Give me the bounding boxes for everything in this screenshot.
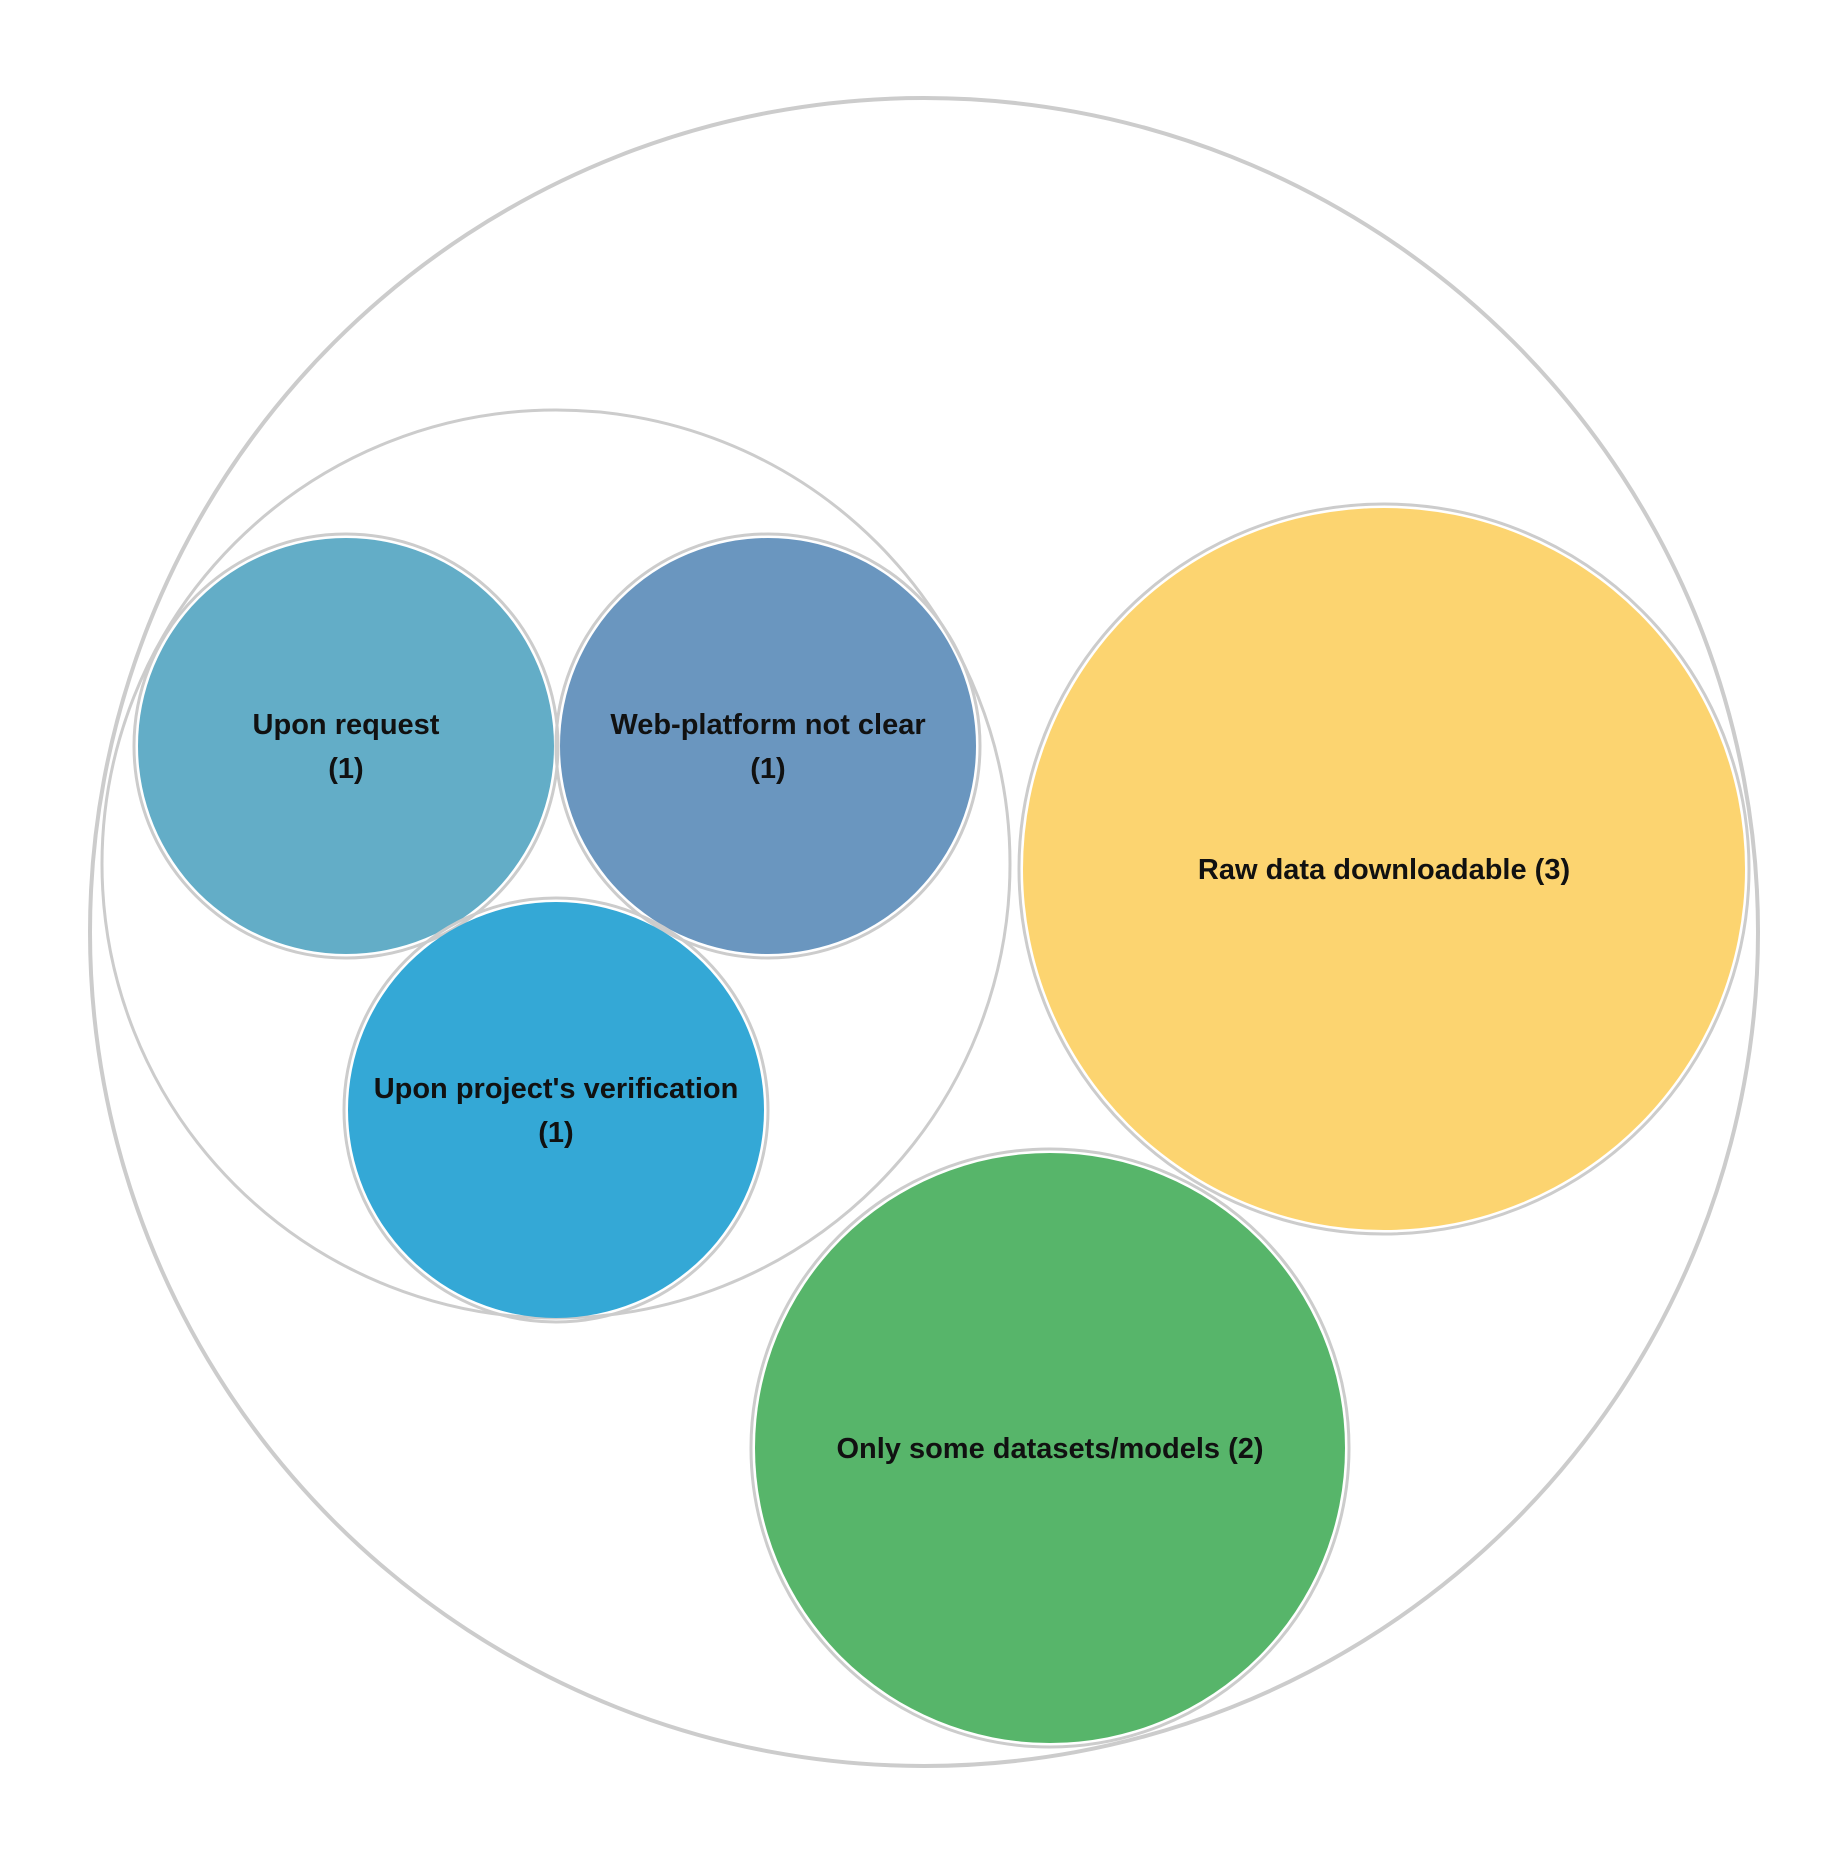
bubble-outline-web-platform-not-clear [554, 532, 982, 960]
bubble-label-upon-request-value: (1) [328, 753, 363, 785]
bubble-label-web-platform-not-clear-value: (1) [750, 753, 785, 785]
bubble-raw-data-downloadable [1023, 508, 1745, 1230]
bubble-outline-upon-project-s-verification [342, 896, 770, 1324]
bubble-web-platform-not-clear [560, 538, 976, 954]
bubble-outline-only-some-datasets-models [749, 1147, 1351, 1749]
bubble-upon-request [138, 538, 554, 954]
bubble-label-only-some-datasets-models: Only some datasets/models (2) [836, 1433, 1263, 1465]
bubble-outline-raw-data-downloadable [1017, 502, 1751, 1236]
bubble-upon-project-s-verification [348, 902, 764, 1318]
bubble-label-upon-project-s-verification-value: (1) [538, 1117, 573, 1149]
bubble-label-web-platform-not-clear: Web-platform not clear [610, 709, 925, 741]
bubble-only-some-datasets-models [755, 1153, 1345, 1743]
root-outline-circle [88, 96, 1760, 1768]
bubble-label-raw-data-downloadable: Raw data downloadable (3) [1198, 854, 1570, 886]
bubble-label-upon-request: Upon request [253, 709, 440, 741]
bubble-label-upon-project-s-verification: Upon project's verification [374, 1073, 739, 1105]
bubble-outline-upon-request [132, 532, 560, 960]
